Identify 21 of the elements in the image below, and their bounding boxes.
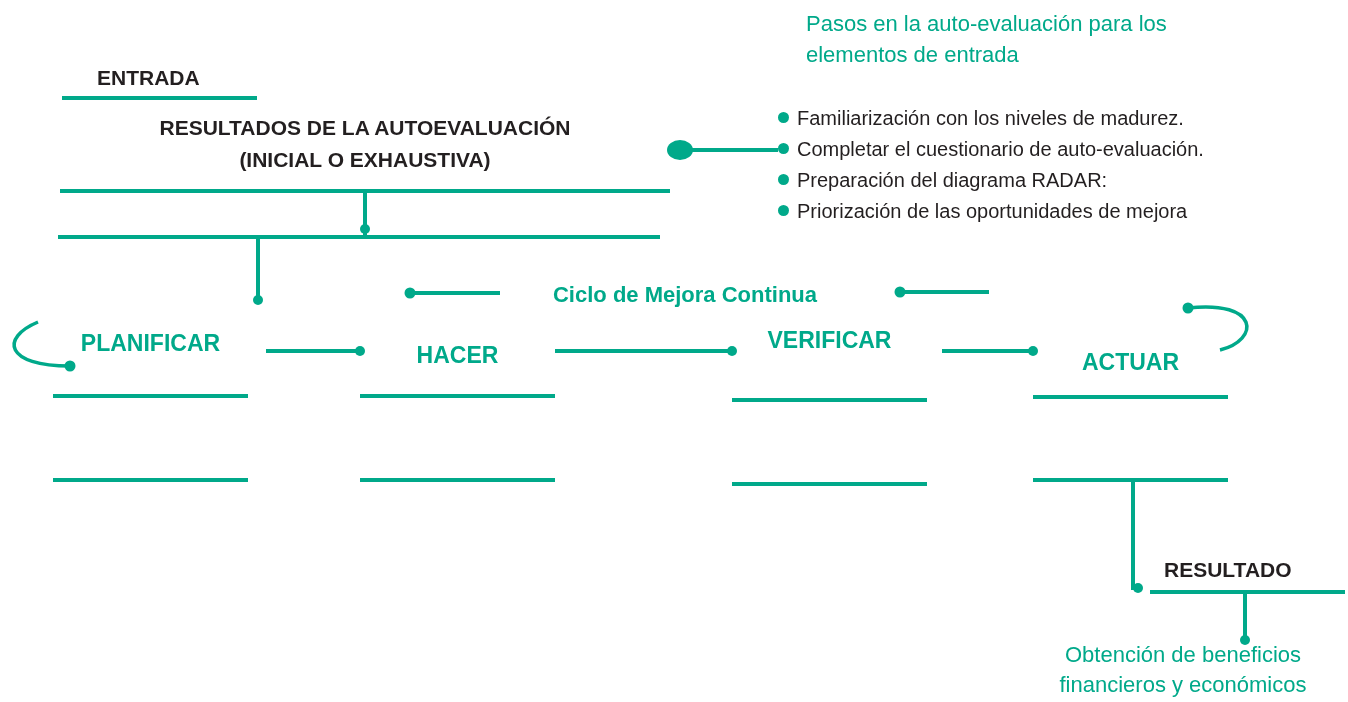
step-title: HACER (415, 341, 500, 370)
section-heading: ENTRADA (97, 65, 200, 91)
connector-line (942, 346, 1038, 356)
connector-line (555, 346, 737, 356)
connector-line (266, 346, 365, 356)
step-title: VERIFICAR (766, 326, 893, 355)
connector-line (667, 140, 778, 160)
bullet-text: Preparación del diagrama RADAR: (797, 167, 1108, 193)
bullet-text: Priorización de las oportunidades de mejora (797, 198, 1188, 224)
step-title: PLANIFICAR (79, 329, 222, 358)
bullet-text: Completar el cuestionario de auto-evaluación. (797, 136, 1204, 162)
outcome-text: Obtención de beneficios financieros y económicos (1020, 640, 1346, 700)
result-heading: RESULTADO (1164, 557, 1292, 583)
note-heading: Pasos en la auto-evaluación para los elementos de entrada (806, 8, 1226, 72)
cycle-title: Ciclo de Mejora Continua (515, 279, 855, 311)
step-title: ACTUAR (1080, 348, 1181, 377)
connector-line (1240, 594, 1250, 645)
input-title: RESULTADOS DE LA AUTOEVALUACIÓN (INICIAL O EXHAUSTIVA) (158, 115, 572, 173)
bullet-text: Familiarización con los niveles de madurez. (797, 105, 1184, 131)
connector-line (253, 193, 367, 305)
connector-line (1131, 482, 1143, 593)
